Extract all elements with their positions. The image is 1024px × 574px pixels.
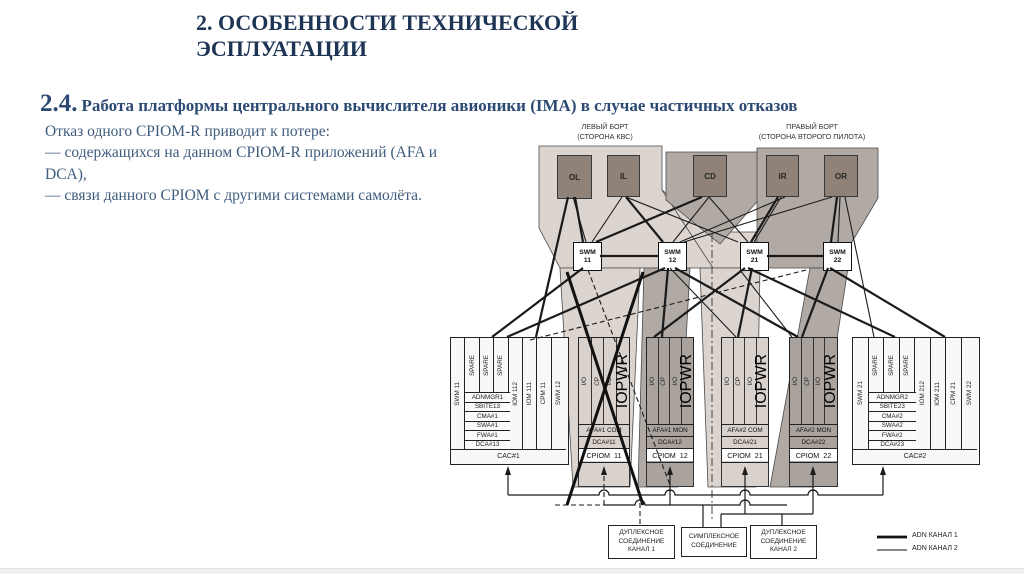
cpiom-1-failed-dca: DCA#11 (579, 436, 629, 448)
cpiom-2-port: I/O (647, 338, 659, 424)
left-board-label: ЛЕВЫЙ БОРТ (СТОРОНА КВС) (577, 122, 633, 141)
cpiom-4-port: I/O (790, 338, 802, 424)
cpiom-3-partition: AFA#2 COM (722, 424, 768, 436)
cpiom-3-port: CP (734, 338, 745, 424)
failure-cross (565, 271, 645, 506)
switch-swm-22: SWM 22 (823, 242, 852, 271)
cpiom-2-dca: DCA#12 (647, 436, 693, 448)
bus-arrowheads (505, 466, 886, 475)
rack-right-column: IOM 211 (931, 338, 946, 449)
connection-box-1: ДУПЛЕКСНОЕ СОЕДИНЕНИЕ КАНАЛ 1 (608, 525, 675, 559)
rack-right-column: SPARE (900, 338, 915, 392)
slide-title-line1: 2. ОСОБЕННОСТИ ТЕХНИЧЕСКОЙ (196, 10, 579, 35)
switch-swm-12: SWM 12 (658, 242, 687, 271)
rack-left-app: FWA#1 (465, 430, 510, 440)
cpiom-3-port: I/O (722, 338, 734, 424)
cpiom-2-label: CPIOM 12 (647, 448, 693, 461)
display-unit-il: IL (607, 155, 640, 197)
rack-right-app: SBITE23 (868, 401, 916, 411)
ima-architecture-diagram: ЛЕВЫЙ БОРТ (СТОРОНА КВС) ПРАВЫЙ БОРТ (СТО… (440, 118, 1018, 570)
rack-left-column: IOM 112 (509, 338, 523, 449)
rack-right-column: CPM 21 (946, 338, 962, 449)
display-unit-ir: IR (766, 155, 799, 197)
body-line: Отказ одного CPIOM-R приводит к потере: (45, 123, 330, 140)
cpiom-1-failed-port: I/O (604, 338, 617, 424)
rack-left-app: DCA#13 (465, 439, 510, 449)
rack-right-app: CMA#2 (868, 411, 916, 421)
display-unit-cd: CD (693, 155, 727, 197)
rack-right-app: SWA#2 (868, 420, 916, 430)
section-heading-line: 2.4. Работа платформы центрального вычис… (40, 90, 1000, 118)
diagram-wiring (491, 195, 946, 551)
switch-swm-21: SWM 21 (740, 242, 769, 271)
cpiom-3-label: CPIOM 21 (722, 448, 768, 461)
connection-box-2: СИМПЛЕКСНОЕ СОЕДИНЕНИЕ (681, 527, 747, 557)
cpiom-3-port: I/O (745, 338, 757, 424)
rack-left-column: SWM 11 (451, 338, 466, 449)
rack-left-column: CPM 11 (537, 338, 552, 449)
slide-title-line2: ЭСПЛУАТАЦИИ (196, 36, 368, 62)
failed-link-dashed-lines (529, 269, 807, 525)
rack-right-column: SWM 21 (853, 338, 869, 449)
rack-right-app: DCA#23 (868, 439, 916, 449)
cpiom-2-port: CP (659, 338, 670, 424)
cpiom-4-label: CPIOM 22 (790, 448, 837, 461)
slide-bottom-strip (0, 568, 1024, 574)
adn-channel1-lines (491, 195, 946, 339)
rack-left-app: SWA#1 (465, 420, 510, 430)
cpiom-4-port: I/O (814, 338, 826, 424)
rack-left-column: SPARE (494, 338, 509, 392)
rack-right-app: ADNMGR2 (868, 392, 916, 402)
switch-swm-11: SWM 11 (573, 242, 602, 271)
rack-left-column: IOM 111 (523, 338, 538, 449)
body-text: Отказ одного CPIOM-R приводит к потере: … (45, 121, 437, 207)
rack-right-column: SPARE (869, 338, 884, 392)
rack-left-column: SPARE (480, 338, 495, 392)
cpiom-2-port: I/O (670, 338, 682, 424)
body-line: — связи данного CPIOM с другими системам… (45, 187, 422, 205)
body-line: — содержащихся на данном CPIOM-R приложе… (45, 144, 437, 183)
rack-right-column: SPARE (884, 338, 900, 392)
rack-right-column: IOM 212 (915, 338, 931, 449)
cpiom-2-partition: AFA#1 MON (647, 424, 693, 436)
section-heading: Работа платформы центрального вычислител… (81, 96, 798, 115)
rack-right-app: FWA#2 (868, 430, 916, 440)
display-unit-or: OR (824, 155, 858, 197)
cpiom-1-failed-port: I/O (579, 338, 592, 424)
rack-left-app: SBITE13 (465, 401, 510, 411)
cpiom-1-failed-label: CPIOM 11 (579, 448, 629, 461)
cpiom-4-dca: DCA#22 (790, 436, 837, 448)
rack-left-app: CMA#1 (465, 411, 510, 421)
cpiom-4-partition: AFA#2 MON (790, 424, 837, 436)
center-display-zone (665, 151, 763, 245)
bus-lines (507, 472, 884, 527)
connection-box-3: ДУПЛЕКСНОЕ СОЕДИНЕНИЕ КАНАЛ 2 (750, 525, 817, 559)
slide-title: 2. ОСОБЕННОСТИ ТЕХНИЧЕСКОЙ ЭСПЛУАТАЦИИ (196, 10, 756, 63)
legend-label-1: ADN КАНАЛ 1 (912, 532, 958, 539)
cpiom-3-dca: DCA#21 (722, 436, 768, 448)
section-number: 2.4. (40, 90, 78, 117)
cpiom-4-port: CP (802, 338, 814, 424)
rack-left-column: SPARE (465, 338, 480, 392)
rack-left-cac: CAC#1 (451, 449, 566, 462)
rack-left-app: ADNMGR1 (465, 392, 510, 402)
rack-right-cac: CAC#2 (853, 449, 977, 462)
adn-channel2-lines (572, 196, 875, 338)
legend-label-2: ADN КАНАЛ 2 (912, 545, 958, 552)
right-board-label: ПРАВЫЙ БОРТ (СТОРОНА ВТОРОГО ПИЛОТА) (758, 122, 866, 141)
